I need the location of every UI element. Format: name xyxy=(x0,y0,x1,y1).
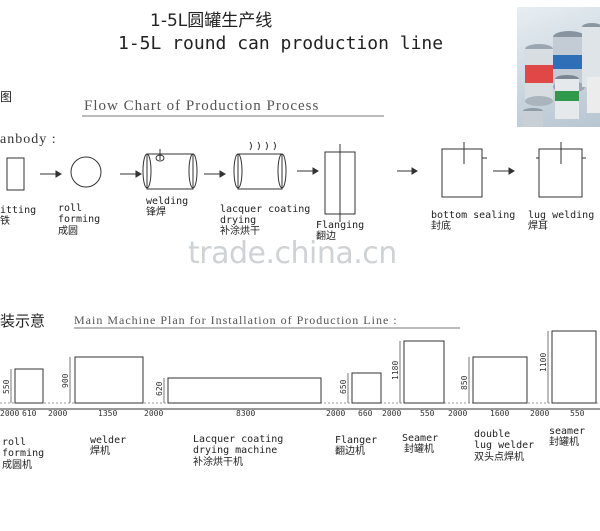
machine-label-cn: 焊机 xyxy=(90,446,110,457)
flow-arrow xyxy=(493,167,515,175)
gap-dim: 2000 xyxy=(448,409,467,418)
step-label-cn: 成圆 xyxy=(58,226,78,237)
machine-label-cn: 封罐机 xyxy=(404,444,434,455)
flow-arrow xyxy=(397,167,418,175)
machine-label-cn: 成圆机 xyxy=(2,460,32,471)
machine-lug-welder xyxy=(472,356,528,404)
step-label-en: welding xyxy=(146,196,189,207)
machine-label-en: roll forming xyxy=(2,437,45,459)
step-lug-welding xyxy=(536,142,586,198)
gap-dim: 2000 xyxy=(144,409,163,418)
title-english: 1-5L round can production line xyxy=(118,33,444,54)
step-label-en: lacquer coating drying xyxy=(220,204,311,226)
flow-arrow xyxy=(297,167,319,175)
step-roll-forming xyxy=(70,156,102,188)
machine-label-en: double lug welder xyxy=(474,429,535,451)
gap-dim: 2000 xyxy=(382,409,401,418)
flow-arrow xyxy=(204,170,226,178)
machine-seamer-2 xyxy=(551,330,597,404)
height-dim: 650 xyxy=(339,379,348,394)
canbody-label: anbody : xyxy=(0,132,57,147)
machine-label-cn: 翻边机 xyxy=(335,446,365,457)
machine-label-cn: 封罐机 xyxy=(549,437,579,448)
width-dim: 610 xyxy=(22,409,37,418)
machine-lacquer-dryer xyxy=(167,377,322,404)
gap-dim: 2000 xyxy=(530,409,549,418)
height-dim: 1100 xyxy=(539,353,548,372)
step-flanging xyxy=(324,144,356,222)
machine-label-cn: 补涂烘干机 xyxy=(193,457,243,468)
step-label-en: roll forming xyxy=(58,203,101,225)
machine-label-en: seamer xyxy=(549,426,586,437)
machine-label-en: Seamer xyxy=(402,433,439,444)
flow-arrow xyxy=(120,170,142,178)
step-label-en: Flanging xyxy=(316,220,365,231)
width-dim: 550 xyxy=(420,409,435,418)
width-dim: 8300 xyxy=(236,409,255,418)
flow-prefix-cn: 图 xyxy=(0,90,13,104)
watermark: trade.china.cn xyxy=(188,236,397,271)
height-dim: 620 xyxy=(155,381,164,396)
plan-title: Main Machine Plan for Installation of Pr… xyxy=(74,313,398,327)
height-dim: 850 xyxy=(460,375,469,390)
step-label-en: lug welding xyxy=(528,210,595,221)
title-chinese: 1-5L圆罐生产线 xyxy=(150,11,273,31)
step-label-en: itting xyxy=(0,205,37,216)
step-label-cn: 锋焊 xyxy=(146,207,166,218)
step-label-cn: 封底 xyxy=(431,221,451,232)
step-bottom-sealing xyxy=(441,142,487,198)
machine-roll-forming xyxy=(14,368,44,404)
step-label-en: bottom sealing xyxy=(431,210,516,221)
step-label-cn: 铁 xyxy=(0,216,10,227)
machine-label-en: Lacquer coating drying machine xyxy=(193,434,284,456)
width-dim: 1350 xyxy=(98,409,117,418)
step-welding xyxy=(142,149,198,190)
step-lacquer-coating xyxy=(233,141,287,190)
machine-label-en: welder xyxy=(90,435,127,446)
width-dim: 550 xyxy=(570,409,585,418)
width-dim: 1600 xyxy=(490,409,509,418)
machine-flanger xyxy=(351,372,382,404)
machine-label-cn: 双头点焊机 xyxy=(474,452,524,463)
machine-label-en: Flanger xyxy=(335,435,378,446)
height-dim: 900 xyxy=(61,373,70,388)
gap-dim: 2000 xyxy=(48,409,67,418)
height-dim: 1180 xyxy=(391,361,400,380)
width-dim: 660 xyxy=(358,409,373,418)
step-label-cn: 补涂烘干 xyxy=(220,226,260,237)
step-label-cn: 翻边 xyxy=(316,231,336,242)
gap-dim: 2000 xyxy=(0,409,19,418)
step-sheet xyxy=(6,157,25,191)
flow-arrow xyxy=(40,170,62,178)
plan-prefix-cn: 装示意 xyxy=(0,312,46,330)
paint-cans-photo xyxy=(517,7,600,127)
gap-dim: 2000 xyxy=(326,409,345,418)
height-dim: 550 xyxy=(2,379,11,394)
machine-welder xyxy=(74,356,144,404)
machine-seamer xyxy=(403,340,445,404)
step-label-cn: 焊耳 xyxy=(528,221,548,232)
flow-chart-title: Flow Chart of Production Process xyxy=(84,98,320,114)
